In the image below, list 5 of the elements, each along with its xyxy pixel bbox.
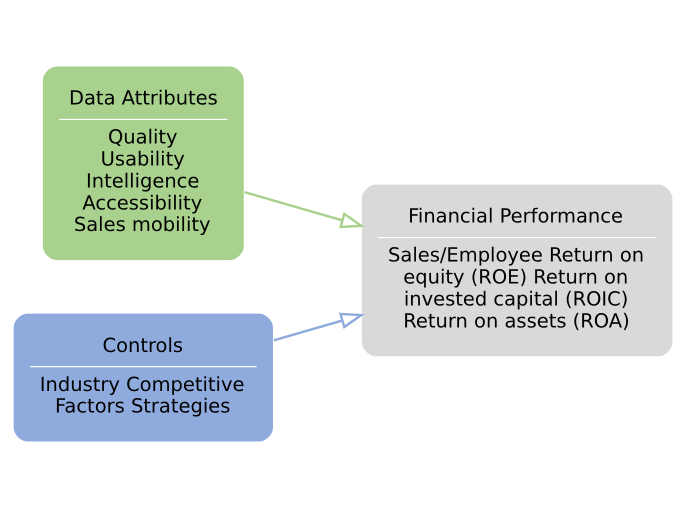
arrow xyxy=(244,190,365,228)
node-box: Data Attributes Quality Usability Intelligence Accessibility Sales mobility xyxy=(42,65,245,262)
node-box: Financial Performance Sales/Employee Return on equity (ROE) Return on invested capital (ROIC) Return on assets (ROA) xyxy=(360,183,674,358)
node-box: Controls Industry Competitive Factors Strategies xyxy=(12,312,274,443)
arrow xyxy=(274,312,365,342)
